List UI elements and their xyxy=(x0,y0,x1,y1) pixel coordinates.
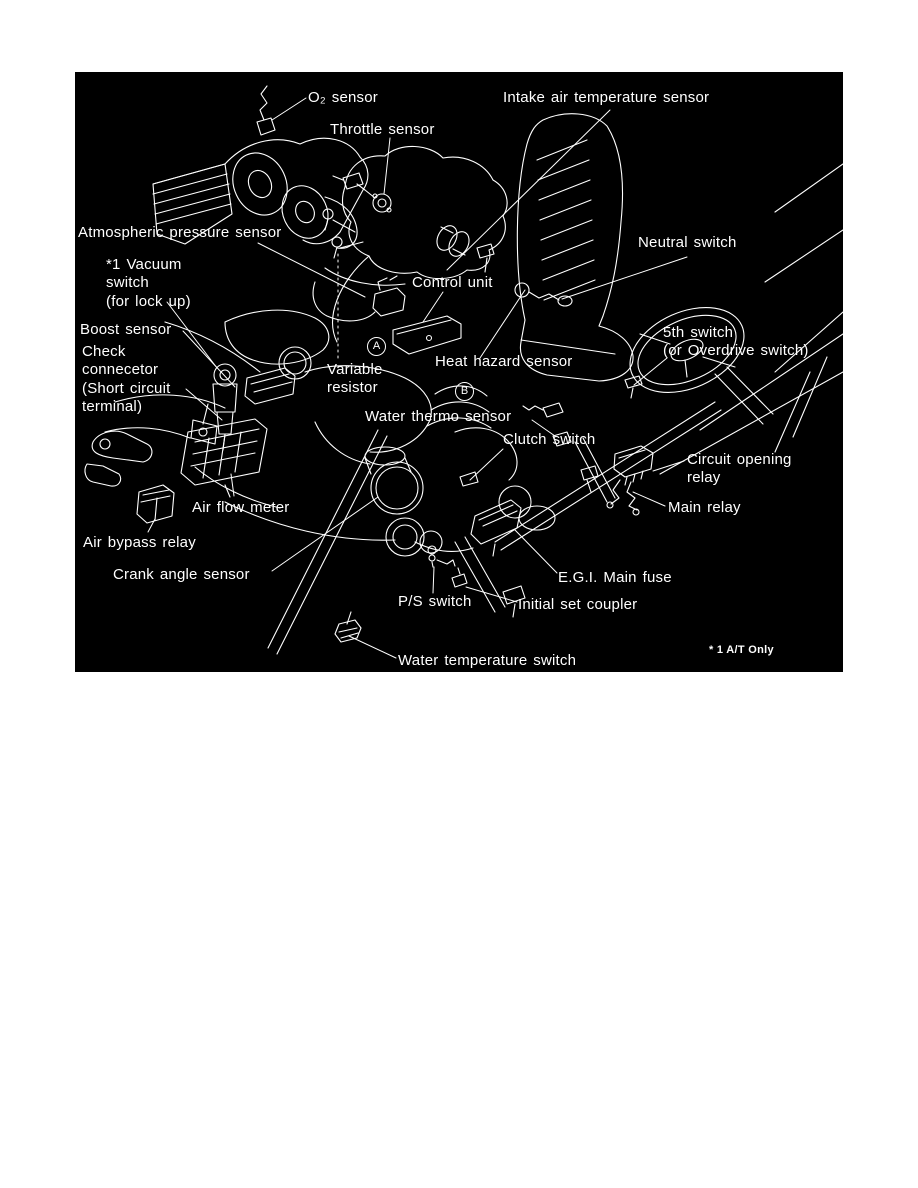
label-air-flow-meter: Air flow meter xyxy=(192,499,290,516)
leader-line xyxy=(271,496,379,572)
marker-a-badge: A xyxy=(367,337,386,356)
marker-b-badge: B xyxy=(455,382,474,401)
component-location-diagram: O₂ sensor Throttle sensor Intake air tem… xyxy=(75,72,843,672)
footnote-at-only: * 1 A/T Only xyxy=(709,644,774,656)
bottom-small-parts-art xyxy=(334,545,468,643)
car-body-lines xyxy=(104,163,843,655)
engine-illustration xyxy=(84,85,843,659)
engine-block-art xyxy=(194,309,556,552)
leader-line xyxy=(271,97,307,121)
label-fifth-switch: 5th switch (or Overdrive switch) xyxy=(663,324,809,360)
exhaust-manifold-art xyxy=(152,85,369,249)
label-water-thermo-sensor: Water thermo sensor xyxy=(365,408,512,425)
leader-line xyxy=(446,109,611,271)
label-main-relay: Main relay xyxy=(668,499,741,516)
steering-wheel-art xyxy=(624,307,774,425)
label-o2-sensor: O₂ sensor xyxy=(308,89,378,106)
label-neutral-switch: Neutral switch xyxy=(638,234,737,251)
label-heat-hazard-sensor: Heat hazard sensor xyxy=(435,353,573,370)
leader-line xyxy=(383,137,391,195)
left-connectors-art xyxy=(84,430,175,524)
leader-line xyxy=(479,289,526,359)
leader-line xyxy=(230,473,235,497)
leader-lines xyxy=(147,97,688,659)
label-variable-resistor: Variable resistor xyxy=(327,361,383,397)
label-egi-main-fuse: E.G.I. Main fuse xyxy=(558,569,672,586)
label-check-connecetor: Check connecetor (Short circuit terminal… xyxy=(82,343,171,415)
leader-line xyxy=(561,256,688,300)
air-flow-meter-art xyxy=(180,418,268,498)
leader-line xyxy=(166,301,218,369)
leader-line xyxy=(182,330,236,388)
leader-line xyxy=(422,291,444,323)
label-intake-air-temperature-sensor: Intake air temperature sensor xyxy=(503,89,710,106)
label-control-unit: Control unit xyxy=(412,274,493,291)
label-crank-angle-sensor: Crank angle sensor xyxy=(113,566,250,583)
label-water-temperature-switch: Water temperature switch xyxy=(398,652,577,669)
leader-line xyxy=(469,448,504,481)
leader-line xyxy=(514,529,558,574)
sensor-cluster-left-art xyxy=(190,363,296,451)
harness-parts-art xyxy=(514,282,573,447)
leader-line xyxy=(348,635,397,659)
control-unit-art xyxy=(372,275,462,355)
leader-line xyxy=(432,566,435,594)
leader-line xyxy=(257,242,366,298)
distributor-art xyxy=(364,446,526,618)
leader-line xyxy=(465,586,518,603)
label-circuit-opening-relay: Circuit opening relay xyxy=(687,451,792,487)
label-vacuum-switch: *1 Vacuum switch (for lock up) xyxy=(106,256,191,310)
leader-line xyxy=(185,388,223,421)
seat-art xyxy=(516,113,634,382)
leader-line xyxy=(632,491,666,507)
label-clutch-switch: Clutch switch xyxy=(503,431,596,448)
leader-line xyxy=(147,518,156,533)
label-ps-switch: P/S switch xyxy=(398,593,472,610)
label-initial-set-coupler: Initial set coupler xyxy=(518,596,638,613)
label-throttle-sensor: Throttle sensor xyxy=(330,121,435,138)
label-air-bypass-relay: Air bypass relay xyxy=(83,534,196,551)
leader-line xyxy=(633,357,668,386)
relay-fuse-art xyxy=(459,437,654,557)
label-atmospheric-pressure-sensor: Atmospheric pressure sensor xyxy=(78,224,282,241)
leader-line xyxy=(652,460,685,472)
leader-line xyxy=(531,419,556,437)
throttle-body-art xyxy=(312,145,508,343)
label-boost-sensor: Boost sensor xyxy=(80,321,172,338)
